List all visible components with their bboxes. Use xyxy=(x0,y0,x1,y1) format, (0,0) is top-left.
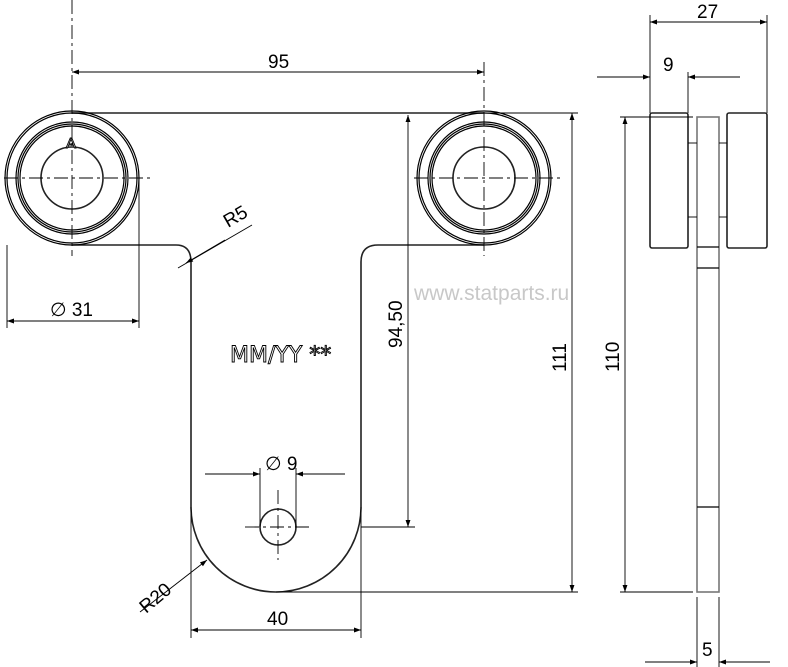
side-left-roller xyxy=(649,112,689,249)
dim-label: 5 xyxy=(702,640,713,661)
watermark: www.statparts.ru xyxy=(413,282,569,305)
dim-label: R20 xyxy=(136,579,176,617)
dimension-110: 110 xyxy=(603,116,693,593)
dimension-95: 95 xyxy=(72,52,484,75)
side-plate xyxy=(696,116,720,593)
dim-label: 111 xyxy=(550,343,571,372)
dimension-r5: R5 xyxy=(177,202,253,269)
dim-label: 9 xyxy=(663,55,674,76)
roller-label: A xyxy=(66,135,76,152)
dimension-diameter-9: ∅ 9 xyxy=(205,454,345,527)
dimension-94-50: 94,50 xyxy=(361,115,415,528)
dimension-5: 5 xyxy=(645,597,770,667)
dim-label: ∅ 9 xyxy=(265,454,297,475)
dim-label: 95 xyxy=(268,52,289,73)
left-roller: A xyxy=(4,0,152,256)
dim-label: 40 xyxy=(267,609,288,630)
dim-label: ∅ 31 xyxy=(50,300,93,321)
dimension-27: 27 xyxy=(649,2,768,113)
dimension-111: 111 xyxy=(276,112,578,593)
date-marking: MM/YY ** xyxy=(230,343,331,368)
dimension-9: 9 xyxy=(597,55,740,113)
side-right-roller xyxy=(726,112,768,249)
dim-label: 110 xyxy=(603,342,624,372)
dim-label: 27 xyxy=(697,2,718,23)
dimension-40: 40 xyxy=(190,507,362,638)
right-roller xyxy=(414,62,560,256)
dimension-r20: R20 xyxy=(136,559,208,618)
dim-label: 94,50 xyxy=(386,300,407,348)
dimension-diameter-31: ∅ 31 xyxy=(6,180,140,328)
front-view: A 95 ∅ 31 R5 xyxy=(4,0,578,638)
side-view: 27 9 110 5 xyxy=(597,2,770,667)
